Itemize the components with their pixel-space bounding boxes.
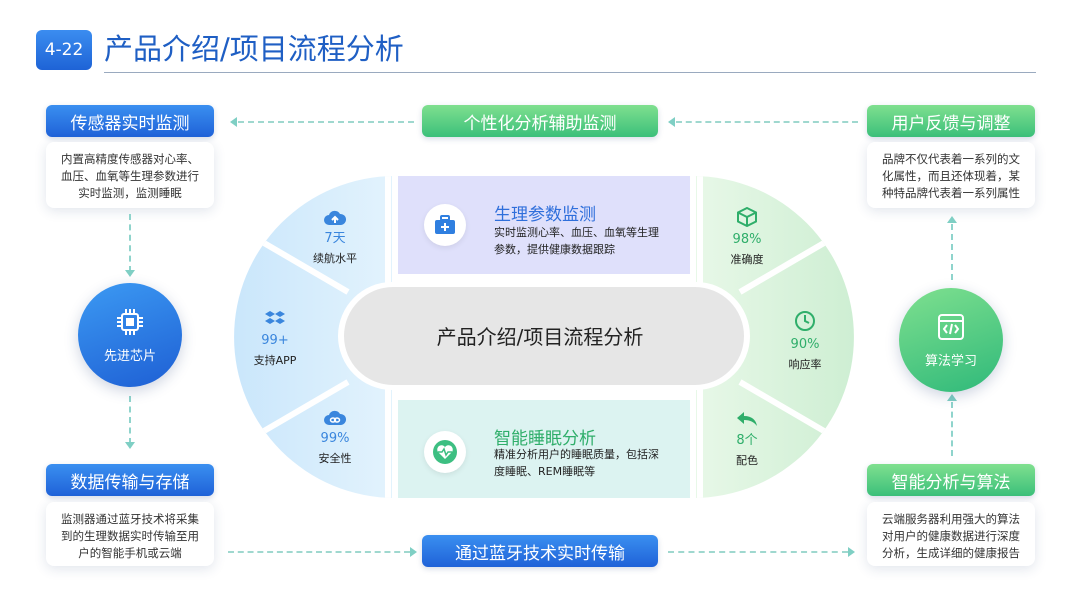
algorithm-circle-label: 算法学习 [924,353,977,369]
arrow-left-icon [668,117,675,127]
heart-pulse-icon [433,440,457,464]
chip-circle-label: 先进芯片 [103,348,156,364]
stat-security-value: 99% [320,431,350,446]
connector-right-upper [951,224,953,280]
connector-top-right [676,121,858,123]
arrow-right-icon [848,547,855,557]
panel-top-desc: 实时监测心率、血压、血氧等生理参数，提供健康数据跟踪 [494,226,659,256]
cube-icon [737,206,757,228]
stat-security: 99% 安全性 [300,410,370,467]
stat-apps: 99+ 支持APP [240,310,310,369]
arrow-left-icon [230,117,237,127]
chip-circle: 先进芯片 [78,283,182,387]
arrow-down-icon [125,270,135,277]
clock-icon [795,311,815,331]
bluetooth-transfer-label: 通过蓝牙技术实时传输 [422,535,658,567]
arrow-up-icon [947,394,957,401]
stat-security-label: 安全性 [318,452,352,465]
stat-battery-value: 7天 [324,231,346,246]
central-diagram [234,176,854,498]
medical-kit-badge [424,204,466,246]
panel-bottom-desc: 精准分析用户的睡眠质量，包括深度睡眠、REM睡眠等 [494,448,659,478]
cloud-link-icon [324,410,347,425]
dropbox-icon [265,311,285,324]
sensor-monitor-label: 传感器实时监测 [46,105,214,137]
medical-kit-icon [435,215,455,234]
stat-apps-label: 支持APP [253,354,297,367]
user-feedback-card: 品牌不仅代表着一系列的文化属性，而且还体现着，某种特品牌代表着一系列属性 [867,142,1035,208]
stat-accuracy-label: 准确度 [730,253,764,266]
code-icon [938,313,964,340]
reply-icon [737,412,757,426]
title-divider [104,72,1036,73]
stat-response: 90% 响应率 [770,310,840,373]
center-title: 产品介绍/项目流程分析 [436,325,644,349]
chip-icon [117,308,143,335]
stat-response-value: 90% [790,337,820,352]
smart-analysis-card: 云端服务器利用强大的算法对用户的健康数据进行深度分析，生成详细的健康报告 [867,502,1035,566]
connector-bottom-right [668,551,848,553]
stat-battery-label: 续航水平 [313,252,357,265]
connector-left-lower [129,396,131,444]
algorithm-circle: 算法学习 [899,288,1003,392]
stat-colors-label: 配色 [736,454,758,467]
arrow-up-icon [947,216,957,223]
user-feedback-label: 用户反馈与调整 [867,105,1035,137]
stat-colors-value: 8个 [736,433,758,448]
stat-battery: 7天 续航水平 [300,210,370,267]
sensor-monitor-card: 内置高精度传感器对心率、血压、血氧等生理参数进行实时监测，监测睡眠 [46,142,214,208]
smart-analysis-label: 智能分析与算法 [867,464,1035,496]
connector-bottom-left [228,551,410,553]
stat-accuracy: 98% 准确度 [712,206,782,268]
page-title: 产品介绍/项目流程分析 [104,32,404,66]
stat-colors: 8个 配色 [712,410,782,469]
slide-number-badge: 4-22 [36,30,92,70]
connector-left-upper [129,214,131,272]
panel-top-title: 生理参数监测 [494,205,596,225]
connector-right-lower [951,402,953,456]
data-transfer-card: 监测器通过蓝牙技术将采集到的生理数据实时传输至用户的智能手机或云端 [46,502,214,566]
stat-apps-value: 99+ [261,333,289,348]
connector-top-left [238,121,414,123]
stat-accuracy-value: 98% [732,232,762,247]
data-transfer-label: 数据传输与存储 [46,464,214,496]
panel-bottom-title: 智能睡眠分析 [494,429,596,449]
arrow-down-icon [125,442,135,449]
cloud-upload-icon [324,210,347,225]
personal-analysis-label: 个性化分析辅助监测 [422,105,658,137]
arrow-right-icon [410,547,417,557]
heart-badge [424,431,466,473]
stat-response-label: 响应率 [788,358,822,371]
